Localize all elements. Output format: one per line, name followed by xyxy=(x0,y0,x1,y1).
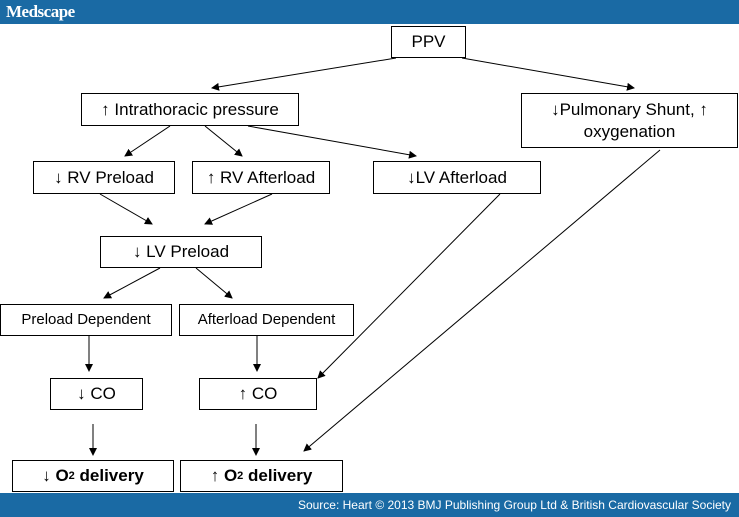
o2-up-o: O xyxy=(223,466,238,485)
node-ppv: PPV xyxy=(391,26,466,58)
source-credit: Source: Heart © 2013 BMJ Publishing Grou… xyxy=(297,498,731,512)
footer-bar: Source: Heart © 2013 BMJ Publishing Grou… xyxy=(0,493,739,517)
arrow-lv-afterload-to-co-up xyxy=(317,193,501,379)
o2-up-rest: delivery xyxy=(243,466,313,485)
arrow-ppv-to-shunt xyxy=(461,57,635,91)
arrow-rv-preload-to-lv-preload xyxy=(99,193,153,225)
o2-up-arrow: ↑ xyxy=(210,466,224,485)
medscape-logo: Medscape xyxy=(6,2,75,21)
node-co-down: ↓ CO xyxy=(50,378,143,410)
node-pulmonary-shunt: ↓Pulmonary Shunt, ↑ oxygenation xyxy=(521,93,738,148)
arrow-rv-afterload-to-lv-preload xyxy=(204,193,273,225)
arrow-ppv-to-intrathoracic xyxy=(211,57,397,91)
node-co-up: ↑ CO xyxy=(199,378,317,410)
o2-down-arrow: ↓ xyxy=(42,466,56,485)
o2-down-rest: delivery xyxy=(74,466,144,485)
arrow-lv-preload-to-preload-dep xyxy=(103,267,161,299)
node-afterload-dependent: Afterload Dependent xyxy=(179,304,354,336)
o2-down-sub: 2 xyxy=(68,470,75,482)
header-bar: Medscape xyxy=(0,0,739,24)
node-preload-dependent: Preload Dependent xyxy=(0,304,172,336)
arrow-shunt-to-o2-up xyxy=(303,149,661,452)
node-rv-afterload: ↑ RV Afterload xyxy=(192,161,330,194)
arrow-intrathoracic-to-lv-afterload xyxy=(247,125,417,159)
node-intrathoracic-pressure: ↑ Intrathoracic pressure xyxy=(81,93,299,126)
node-rv-preload: ↓ RV Preload xyxy=(33,161,175,194)
o2-up-sub: 2 xyxy=(237,470,244,482)
o2-down-o: O xyxy=(55,466,69,485)
node-lv-preload: ↓ LV Preload xyxy=(100,236,262,268)
arrow-intrathoracic-to-rv-afterload xyxy=(204,125,243,157)
node-lv-afterload: ↓LV Afterload xyxy=(373,161,541,194)
arrow-lv-preload-to-afterload-dep xyxy=(195,267,233,299)
arrow-intrathoracic-to-rv-preload xyxy=(124,125,171,157)
